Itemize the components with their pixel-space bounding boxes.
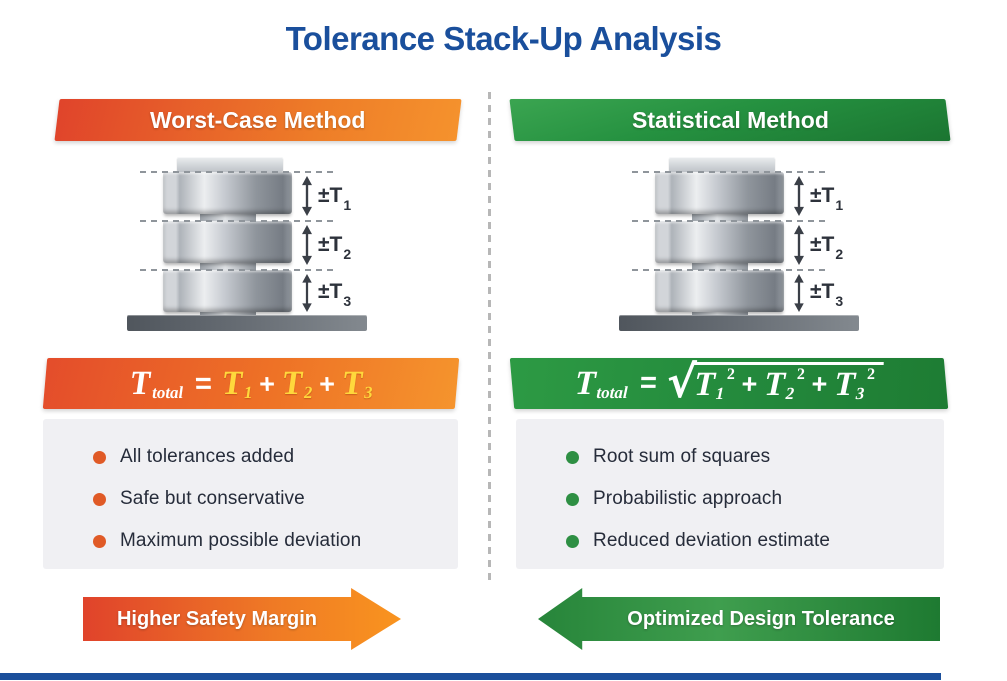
- optimized-design-tolerance-label: Optimized Design Tolerance: [627, 607, 895, 630]
- list-item: Maximum possible deviation: [93, 520, 458, 562]
- bullet-dot-icon: [93, 534, 106, 548]
- disc-3: [163, 270, 292, 312]
- radical-sign: √: [666, 357, 698, 408]
- page-title: Tolerance Stack-Up Analysis: [285, 20, 722, 57]
- bullet-dot-icon: [566, 492, 579, 506]
- dashed-datum-line: [140, 269, 333, 271]
- list-item: All tolerances added: [93, 436, 458, 478]
- tolerance-label-t3: ±T3: [318, 280, 352, 310]
- double-arrow-icon: [302, 225, 312, 265]
- worst-case-bullet-list: All tolerances added Safe but conservati…: [43, 419, 458, 562]
- dashed-datum-line: [140, 171, 333, 173]
- double-arrow-icon: [302, 274, 312, 312]
- dashed-datum-line: [632, 220, 825, 222]
- dashed-datum-line: [632, 171, 825, 173]
- statistical-panel: Root sum of squares Probabilistic approa…: [516, 419, 944, 569]
- stack-illustration-statistical: ±T1 ±T2 ±T3: [612, 155, 972, 337]
- base-plate: [127, 315, 367, 331]
- list-item: Probabilistic approach: [566, 478, 944, 520]
- bullet-dot-icon: [93, 450, 106, 464]
- statistical-header-label: Statistical Method: [631, 106, 829, 133]
- tolerance-label-t1: ±T1: [318, 184, 352, 214]
- list-item: Safe but conservative: [93, 478, 458, 520]
- list-item: Reduced deviation estimate: [566, 520, 944, 562]
- top-cap: [177, 157, 283, 172]
- higher-safety-margin-label: Higher Safety Margin: [116, 607, 318, 630]
- disc-2: [163, 221, 292, 263]
- statistical-bullet-list: Root sum of squares Probabilistic approa…: [516, 419, 944, 562]
- double-arrow-icon: [794, 225, 804, 265]
- double-arrow-icon: [794, 176, 804, 216]
- list-item: Root sum of squares: [566, 436, 944, 478]
- double-arrow-icon: [302, 176, 312, 216]
- column-divider: [488, 92, 491, 584]
- top-cap: [669, 157, 775, 172]
- disc-1: [163, 172, 292, 214]
- bullet-dot-icon: [566, 534, 579, 548]
- optimized-design-tolerance-arrow: Optimized Design Tolerance: [538, 588, 940, 650]
- dashed-datum-line: [632, 269, 825, 271]
- higher-safety-margin-arrow: Higher Safety Margin: [83, 588, 401, 650]
- worst-case-header-label: Worst-Case Method: [150, 106, 366, 133]
- worst-case-header-banner: Worst-Case Method: [54, 99, 462, 141]
- worst-case-panel: All tolerances added Safe but conservati…: [43, 419, 458, 569]
- tolerance-label-t2: ±T2: [318, 233, 352, 263]
- statistical-header-banner: Statistical Method: [509, 99, 951, 141]
- tolerance-label-t3: ±T3: [810, 280, 844, 310]
- disc-3: [655, 270, 784, 312]
- stack-illustration-worst-case: ±T1 ±T2 ±T3: [120, 155, 480, 337]
- double-arrow-icon: [794, 274, 804, 312]
- bottom-accent-bar: [0, 673, 941, 680]
- disc-2: [655, 221, 784, 263]
- bullet-dot-icon: [566, 450, 579, 464]
- tolerance-label-t1: ±T1: [810, 184, 844, 214]
- disc-1: [655, 172, 784, 214]
- base-plate: [619, 315, 859, 331]
- bullet-dot-icon: [93, 492, 106, 506]
- tolerance-label-t2: ±T2: [810, 233, 844, 263]
- dashed-datum-line: [140, 220, 333, 222]
